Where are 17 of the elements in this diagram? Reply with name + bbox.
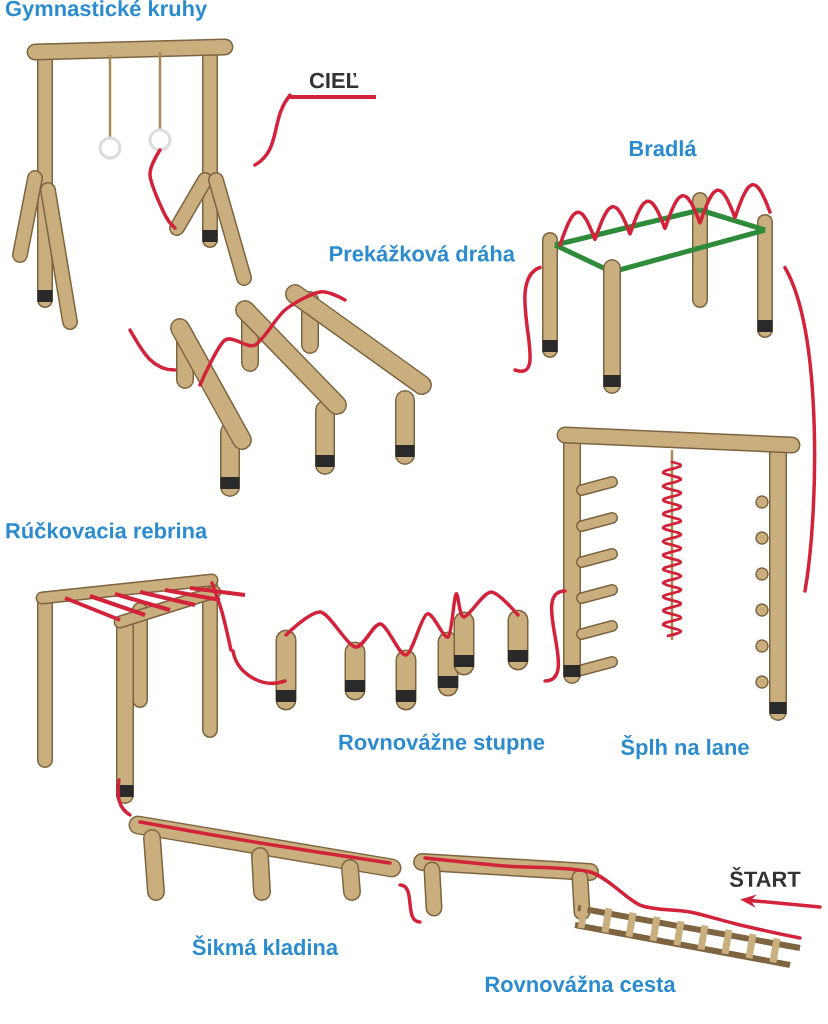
station-label: Rovnovážne stupne [339, 733, 545, 755]
route-line [128, 328, 177, 372]
station-label: Prekážková dráha [330, 245, 516, 262]
route-line [231, 649, 287, 685]
station-label: Gymnastické kruhy [5, 0, 208, 21]
station-label: Šplh na lane [621, 735, 749, 760]
route-line [116, 778, 132, 817]
station-label: Rúčkovacia rebrina [6, 522, 208, 539]
goal-label: CIEĽ [309, 72, 359, 89]
station-label: Rovnovážna cesta [485, 975, 676, 993]
edge-label: ŠTART [728, 866, 802, 888]
station-label: Bradlá [629, 140, 697, 157]
station-label: Šikmá kladina [192, 935, 339, 956]
route-line [398, 883, 422, 924]
route-line [253, 93, 292, 167]
route-line [783, 265, 817, 593]
route-line [513, 265, 542, 373]
